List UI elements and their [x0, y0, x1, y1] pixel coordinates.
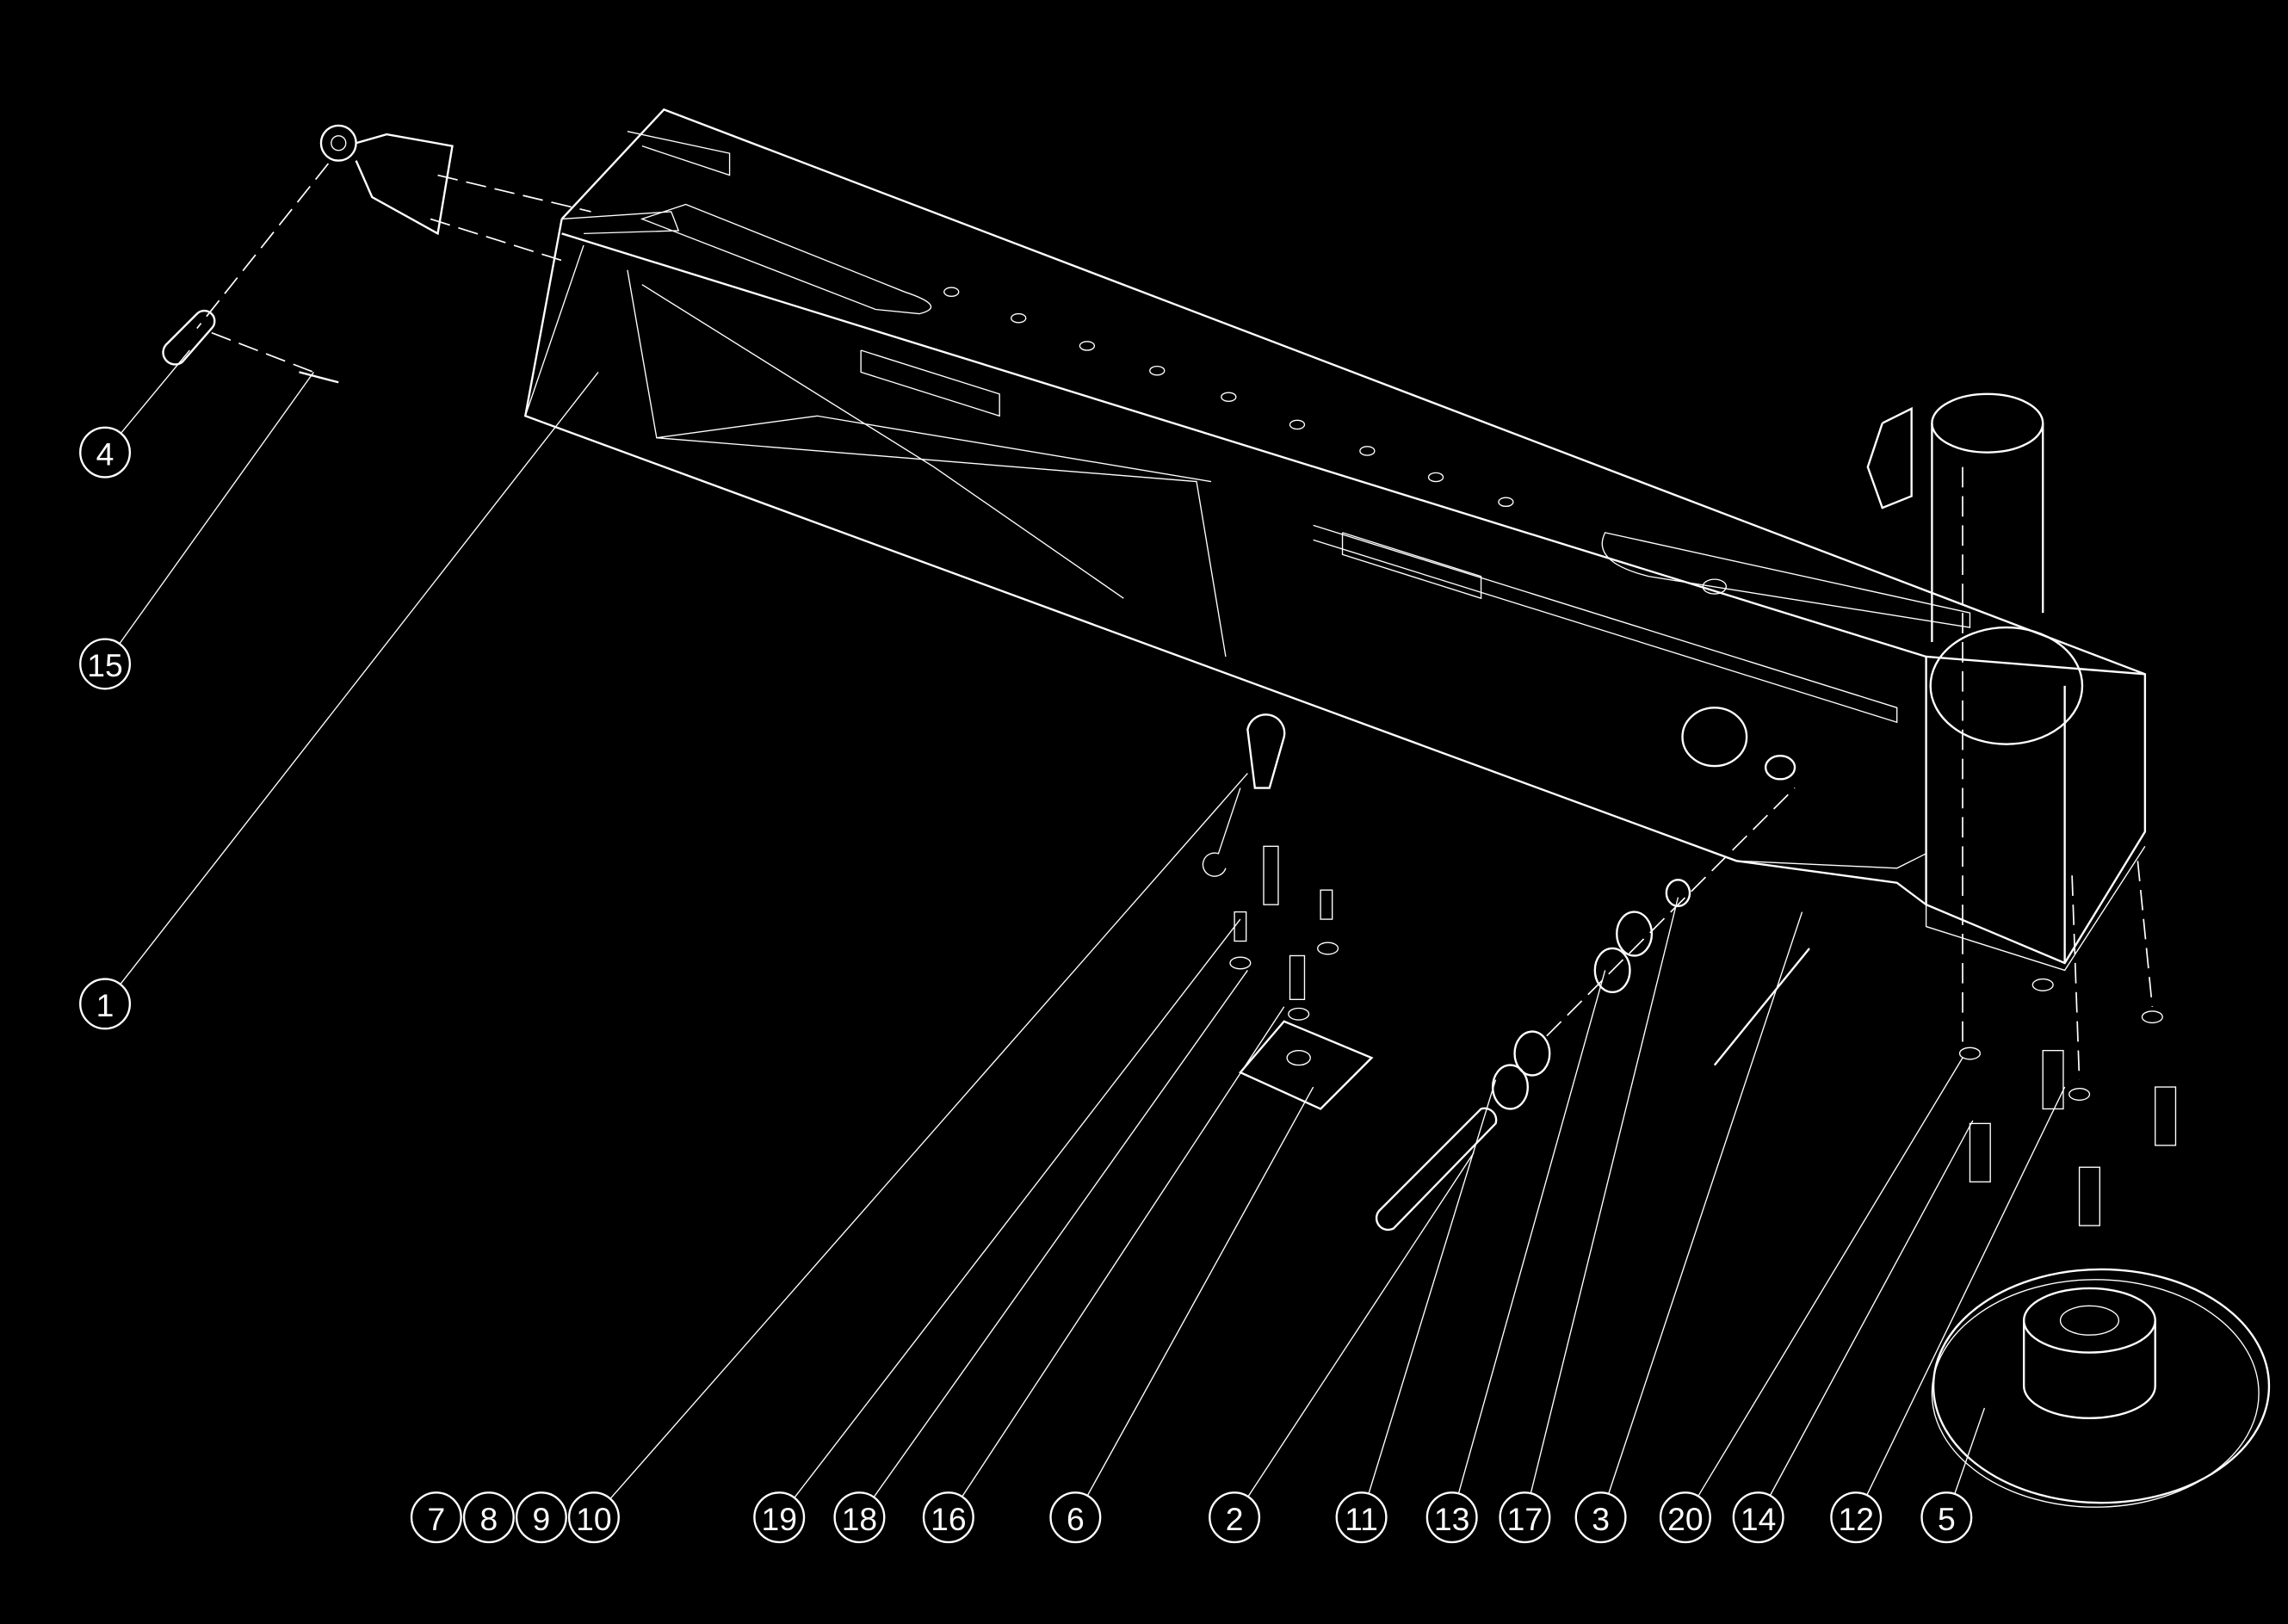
callout-1: 1	[79, 371, 599, 1030]
callout-7: 7	[410, 1491, 462, 1544]
callout-circle	[1574, 1491, 1627, 1544]
leader-line	[1086, 1086, 1314, 1497]
base-disc	[1931, 1268, 2271, 1508]
callout-11: 11	[1335, 1079, 1497, 1544]
callout-8: 8	[462, 1491, 515, 1544]
callout-number: 11	[1345, 1501, 1378, 1537]
callout-16: 16	[922, 1006, 1285, 1544]
leader-line	[1457, 970, 1606, 1494]
callout-circle	[567, 1491, 620, 1544]
callout-circle	[79, 426, 132, 479]
callout-number: 14	[1741, 1501, 1776, 1537]
callout-15: 15	[79, 372, 315, 690]
callout-number: 4	[96, 435, 114, 472]
callout-circle	[79, 638, 132, 690]
callout-number: 17	[1507, 1501, 1543, 1537]
callout-circle	[515, 1491, 567, 1544]
leader-line	[119, 372, 315, 645]
callout-17: 17	[1499, 897, 1679, 1544]
leader-line	[1769, 1120, 1974, 1497]
callout-circle	[1049, 1491, 1102, 1544]
leader-line	[609, 773, 1248, 1499]
mounting-plate	[1202, 713, 1374, 1110]
callout-18: 18	[833, 970, 1248, 1544]
callout-14: 14	[1732, 1120, 1974, 1544]
leader-line	[1954, 1407, 1986, 1495]
callout-19: 19	[753, 918, 1241, 1544]
leader-line	[1697, 1057, 1963, 1497]
callout-circle	[1830, 1491, 1883, 1544]
callout-2: 2	[1209, 1152, 1475, 1544]
hydraulic-cylinder	[162, 124, 591, 384]
bolts	[1958, 861, 2177, 1226]
callout-number: 20	[1667, 1501, 1703, 1537]
callout-12: 12	[1830, 1086, 2066, 1544]
leader-line	[1608, 911, 1803, 1494]
callout-circle	[1425, 1491, 1478, 1544]
callout-circle	[753, 1491, 806, 1544]
callout-number: 3	[1592, 1501, 1610, 1537]
callout-number: 16	[931, 1501, 966, 1537]
axle-and-washers	[1375, 787, 1810, 1232]
callout-6: 6	[1049, 1086, 1314, 1544]
callout-number: 15	[87, 647, 122, 683]
callout-number: 13	[1434, 1501, 1469, 1537]
callout-number: 5	[1938, 1501, 1956, 1537]
callout-circle	[1335, 1491, 1388, 1544]
callout-number: 9	[533, 1501, 551, 1537]
callout-10: 10	[567, 773, 1248, 1544]
callout-circle	[1499, 1491, 1551, 1544]
callout-circle	[922, 1491, 974, 1544]
callout-3: 3	[1574, 911, 1803, 1544]
callout-circle	[79, 978, 132, 1030]
callout-13: 13	[1425, 970, 1606, 1544]
callout-number: 10	[576, 1501, 611, 1537]
leader-line	[873, 970, 1248, 1497]
callout-number: 1	[96, 987, 114, 1023]
callout-number: 6	[1067, 1501, 1085, 1537]
callout-circle	[833, 1491, 886, 1544]
callout-20: 20	[1659, 1057, 1963, 1544]
callout-circle	[1209, 1491, 1261, 1544]
callout-9: 9	[515, 1491, 567, 1544]
callout-number: 2	[1226, 1501, 1244, 1537]
parts-linework	[162, 108, 2271, 1508]
callout-circle	[410, 1491, 462, 1544]
callout-number: 7	[427, 1501, 445, 1537]
callout-4: 4	[79, 349, 190, 479]
callout-5: 5	[1920, 1407, 1986, 1544]
leader-line	[1866, 1086, 2066, 1496]
callout-number: 12	[1839, 1501, 1874, 1537]
callout-number: 19	[761, 1501, 796, 1537]
callout-circle	[462, 1491, 515, 1544]
post	[1866, 392, 2044, 1051]
leader-line	[1530, 897, 1679, 1494]
callout-number: 18	[842, 1501, 877, 1537]
boom-arm	[523, 108, 2147, 972]
leader-line	[1368, 1079, 1497, 1494]
callout-number: 8	[480, 1501, 498, 1537]
leader-line	[120, 371, 599, 985]
callout-circle	[1659, 1491, 1711, 1544]
callout-circle	[1920, 1491, 1973, 1544]
callout-circle	[1732, 1491, 1784, 1544]
leader-line	[1247, 1152, 1475, 1497]
leader-line	[962, 1006, 1285, 1497]
leader-line	[794, 918, 1241, 1498]
boom-holes	[943, 287, 1796, 781]
leader-line	[120, 349, 190, 434]
